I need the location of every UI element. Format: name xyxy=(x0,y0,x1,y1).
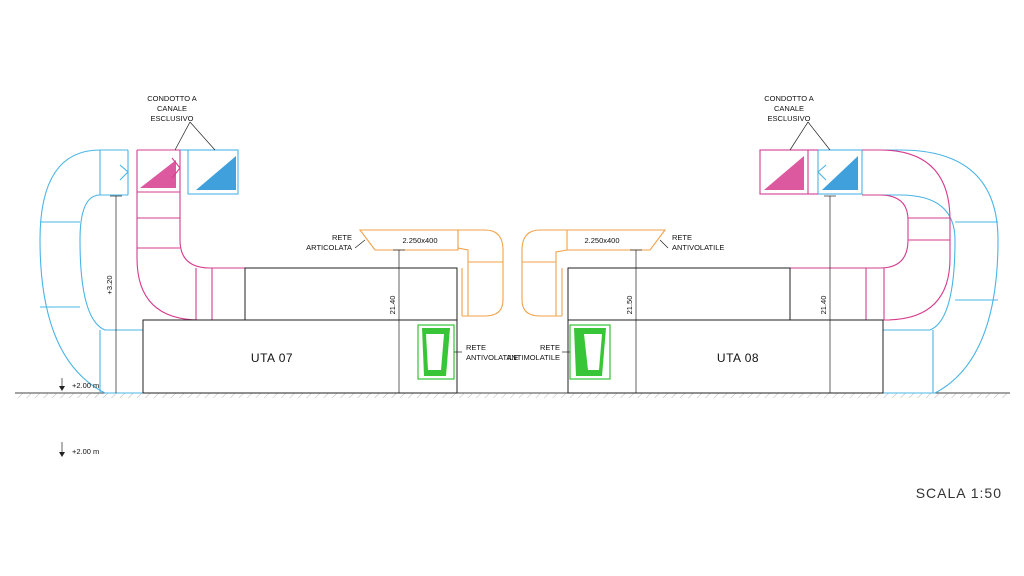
note-line-3: ESCLUSIVO xyxy=(768,114,811,123)
left-orange-duct xyxy=(358,229,504,317)
left-blue-box xyxy=(180,149,239,195)
right-magenta-duct xyxy=(759,149,951,321)
left-upper-box xyxy=(244,267,458,321)
left-dimensions xyxy=(59,195,405,457)
note-line-1: CONDOTTO A xyxy=(147,94,196,103)
right-dimensions xyxy=(630,195,836,393)
note-line-1: CONDOTTO A xyxy=(764,94,813,103)
left-leader-lines xyxy=(174,121,462,353)
height-left: +3.20 xyxy=(105,276,114,295)
left-green-grid xyxy=(417,324,455,380)
left-magenta-duct xyxy=(136,149,245,321)
right-cyan-duct xyxy=(817,149,999,394)
rete-antivolatile-left-2: ANTIVOLATILE xyxy=(466,353,518,362)
rete-articolata-1: RETE xyxy=(332,233,352,242)
rete-antivolatile-top-2: ANTIVOLATILE xyxy=(672,243,724,252)
dim-right: 21.40 xyxy=(819,296,828,315)
dim-mid-left: 21.40 xyxy=(388,296,397,315)
left-uta-box xyxy=(142,319,458,394)
rete-antivolatile-left-1: RETE xyxy=(466,343,486,352)
uta-08-label: UTA 08 xyxy=(717,351,759,365)
right-uta-box xyxy=(567,319,884,394)
duct-size-right: 2.250x400 xyxy=(584,236,619,245)
left-cyan-duct xyxy=(39,149,143,394)
rete-antimolatile-right-1: RETE xyxy=(540,343,560,352)
note-line-2: CANALE xyxy=(157,104,187,113)
left-duct-note: CONDOTTO A CANALE ESCLUSIVO xyxy=(147,94,196,123)
right-orange-duct xyxy=(521,229,667,317)
scale-label: SCALA 1:50 xyxy=(916,485,1002,501)
note-line-2: CANALE xyxy=(774,104,804,113)
rete-articolata-2: ARTICOLATA xyxy=(306,243,352,252)
rete-antivolatile-top-1: RETE xyxy=(672,233,692,242)
level-ground: +2.00 m xyxy=(72,381,99,390)
right-duct-note: CONDOTTO A CANALE ESCLUSIVO xyxy=(764,94,813,123)
right-upper-box xyxy=(567,267,791,321)
dim-mid-right: 21.50 xyxy=(625,296,634,315)
rete-antimolatile-right-2: ANTIMOLATILE xyxy=(506,353,560,362)
note-line-3: ESCLUSIVO xyxy=(151,114,194,123)
uta-07-label: UTA 07 xyxy=(251,351,293,365)
right-green-grid xyxy=(569,324,611,380)
level-below: +2.00 m xyxy=(72,447,99,456)
ground-line xyxy=(15,392,1010,398)
duct-size-left: 2.250x400 xyxy=(402,236,437,245)
right-leader-lines xyxy=(562,121,831,353)
